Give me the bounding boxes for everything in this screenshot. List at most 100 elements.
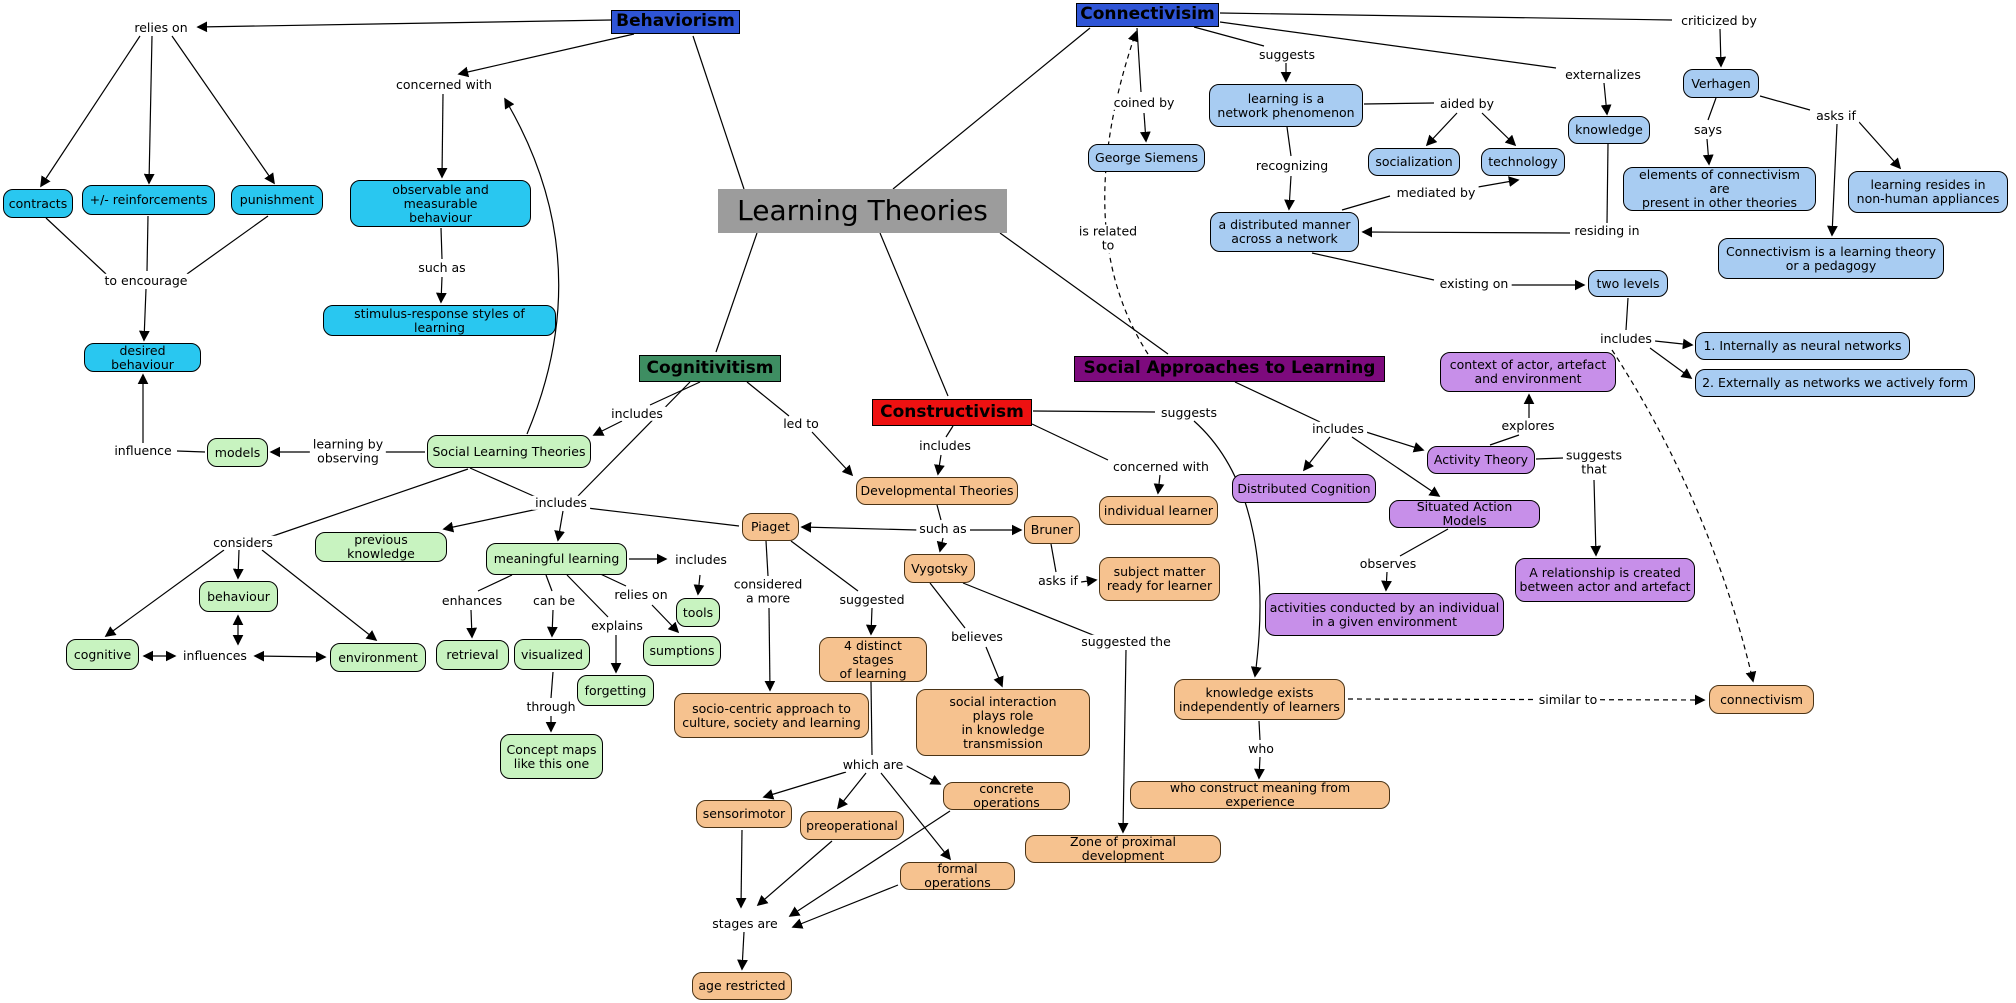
desired-behaviour[interactable]: desired behaviour <box>84 343 201 372</box>
situated-action-models[interactable]: Situated Action Models <box>1389 500 1540 528</box>
constructivism-header[interactable]: Constructivism <box>872 399 1032 426</box>
edge-coined-by-george <box>1139 112 1151 143</box>
learning-network-phenomenon[interactable]: learning is a network phenomenon <box>1209 84 1363 127</box>
internally-neural[interactable]: 1. Internally as neural networks <box>1695 332 1910 360</box>
concrete-operations[interactable]: concrete operations <box>943 782 1070 810</box>
context-actor-artefact[interactable]: context of actor, artefact and environme… <box>1440 352 1616 392</box>
edge-relies-on-contracts <box>40 35 141 188</box>
edge-preoperational-stages <box>756 840 833 907</box>
externally-networks[interactable]: 2. Externally as networks we actively fo… <box>1695 369 1975 397</box>
edge-label-who: who <box>1245 741 1277 757</box>
edge-ln-recognizing <box>1286 126 1292 157</box>
cognitivitism-header[interactable]: Cognitivitism <box>639 355 781 382</box>
individual-learner[interactable]: individual learner <box>1099 496 1218 525</box>
edge-label-asks-if-2: asks if <box>1035 573 1081 589</box>
developmental-theories[interactable]: Developmental Theories <box>856 477 1018 505</box>
edge-suggests2-knowledge-exists <box>1193 420 1262 678</box>
meaningful-learning[interactable]: meaningful learning <box>486 543 627 575</box>
four-distinct-stages[interactable]: 4 distinct stages of learning <box>819 637 927 682</box>
two-levels[interactable]: two levels <box>1588 270 1668 297</box>
technology[interactable]: technology <box>1481 148 1565 176</box>
edge-conn-criticized <box>1219 12 1673 21</box>
edge-such-as2-vygotsky <box>936 537 948 553</box>
sensorimotor[interactable]: sensorimotor <box>696 800 792 828</box>
edge-piaget-suggested <box>790 540 859 592</box>
preoperational[interactable]: preoperational <box>800 811 904 840</box>
edge-led-to-developmental <box>811 431 854 477</box>
edge-dm-existing <box>1311 252 1435 281</box>
connectivisim-header[interactable]: Connectivisim <box>1076 3 1219 27</box>
edge-includes4-situated <box>1351 436 1441 497</box>
edge-conn-coined-by <box>1136 27 1142 93</box>
age-restricted[interactable]: age restricted <box>692 972 792 1000</box>
edge-punishment-to-encourage <box>186 215 269 275</box>
edge-lt-social-approaches <box>999 232 1169 355</box>
activities-conducted[interactable]: activities conducted by an individual in… <box>1265 593 1504 636</box>
activity-theory[interactable]: Activity Theory <box>1427 446 1535 474</box>
visualized[interactable]: visualized <box>514 639 590 670</box>
edge-label-aided-by: aided by <box>1437 96 1497 112</box>
knowledge[interactable]: knowledge <box>1568 116 1650 144</box>
knowledge-exists[interactable]: knowledge exists independently of learne… <box>1174 679 1345 720</box>
environment[interactable]: environment <box>330 643 426 672</box>
edge-label-includes-tl: includes <box>1597 331 1655 347</box>
retrieval[interactable]: retrieval <box>436 640 509 670</box>
edge-vygotsky-suggested-the <box>962 582 1099 638</box>
models[interactable]: models <box>207 438 268 467</box>
relationship-actor-artefact[interactable]: A relationship is created between actor … <box>1515 558 1695 602</box>
contracts[interactable]: contracts <box>3 189 73 218</box>
socialization[interactable]: socialization <box>1368 148 1460 176</box>
distributed-manner[interactable]: a distributed manner across a network <box>1210 212 1359 252</box>
verhagen[interactable]: Verhagen <box>1683 69 1759 98</box>
learning-theories-title[interactable]: Learning Theories <box>718 189 1007 233</box>
social-approaches-header[interactable]: Social Approaches to Learning <box>1074 356 1385 382</box>
subject-matter[interactable]: subject matter ready for learner <box>1099 557 1220 601</box>
edge-label-relies-on: relies on <box>131 20 191 36</box>
edge-considers-cognitive <box>104 549 225 637</box>
sumptions[interactable]: sumptions <box>643 636 721 666</box>
edge-who-who-construct <box>1254 756 1265 780</box>
bruner[interactable]: Bruner <box>1024 516 1080 544</box>
who-construct-meaning[interactable]: who construct meaning from experience <box>1130 781 1390 809</box>
socio-centric[interactable]: socio-centric approach to culture, socie… <box>674 693 869 738</box>
formal-operations[interactable]: formal operations <box>900 862 1015 890</box>
edge-conn-externalizes <box>1219 21 1557 69</box>
reinforcements[interactable]: +/- reinforcements <box>82 185 215 215</box>
tools[interactable]: tools <box>676 598 720 627</box>
connectivism-node[interactable]: connectivism <box>1709 685 1814 714</box>
zone-proximal-development[interactable]: Zone of proximal development <box>1025 835 1221 863</box>
social-interaction[interactable]: social interaction plays role in knowled… <box>916 689 1090 756</box>
edge-label-such-as-2: such as <box>916 521 970 537</box>
edge-aided-technology <box>1481 112 1517 147</box>
george-siemens[interactable]: George Siemens <box>1088 144 1205 172</box>
previous-knowledge[interactable]: previous knowledge <box>315 532 447 562</box>
edge-label-recognizing: recognizing <box>1252 158 1332 174</box>
edge-concerned2-individual <box>1153 474 1165 495</box>
social-learning-theories[interactable]: Social Learning Theories <box>427 435 591 468</box>
cognitive[interactable]: cognitive <box>66 639 139 670</box>
observable-behaviour[interactable]: observable and measurable behaviour <box>350 180 531 227</box>
edge-verhagen-says <box>1707 97 1717 121</box>
concept-maps[interactable]: Concept maps like this one <box>500 734 603 779</box>
edge-con-concerned2 <box>1031 423 1109 461</box>
edge-includes5-externally <box>1649 347 1693 379</box>
edge-suggested-the-zone <box>1117 649 1129 834</box>
edge-label-residing-in: residing in <box>1571 223 1643 239</box>
behaviour[interactable]: behaviour <box>199 581 278 612</box>
vygotsky[interactable]: Vygotsky <box>904 554 975 583</box>
stimulus-response[interactable]: stimulus-response styles of learning <box>323 305 556 336</box>
edge-label-to-encourage: to encourage <box>101 273 191 289</box>
behaviorism-header[interactable]: Behaviorism <box>611 10 740 34</box>
edge-criticized-verhagen <box>1715 28 1727 68</box>
punishment[interactable]: punishment <box>231 185 323 215</box>
connectivism-theory-pedagogy[interactable]: Connectivism is a learning theory or a p… <box>1718 238 1944 279</box>
edge-label-explores: explores <box>1498 418 1558 434</box>
piaget[interactable]: Piaget <box>742 513 799 541</box>
forgetting[interactable]: forgetting <box>577 675 654 706</box>
elements-connectivism[interactable]: elements of connectivism are present in … <box>1623 167 1816 211</box>
edge-sensorimotor-stages <box>735 829 747 909</box>
edge-which-are-formal <box>880 772 952 861</box>
distributed-cognition[interactable]: Distributed Cognition <box>1232 474 1376 503</box>
learning-resides[interactable]: learning resides in non-human appliances <box>1848 171 2008 213</box>
